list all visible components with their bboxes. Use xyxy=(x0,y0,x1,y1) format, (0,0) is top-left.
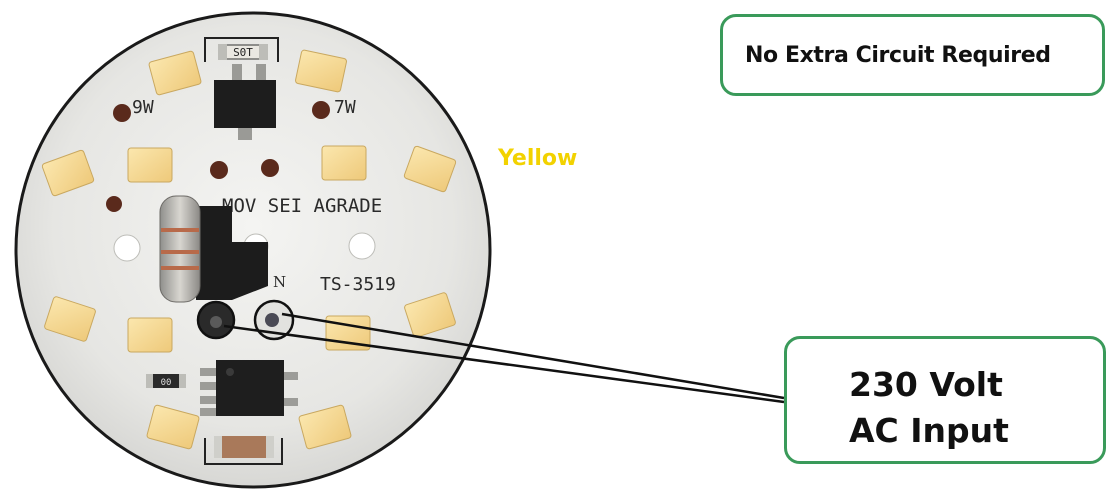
led xyxy=(148,50,202,96)
led xyxy=(404,292,456,338)
top-regulator-ic xyxy=(204,37,279,140)
led xyxy=(41,149,95,197)
pad-7w xyxy=(312,101,330,119)
led xyxy=(127,317,173,353)
top-resistor-code: S0T xyxy=(233,46,253,59)
label-9w: 9W xyxy=(132,97,154,118)
mov-varistor xyxy=(159,195,201,303)
wire-neutral xyxy=(281,312,785,400)
led xyxy=(298,404,352,450)
no-extra-circuit-callout: No Extra Circuit Required xyxy=(720,14,1105,96)
led xyxy=(321,145,367,181)
ac-voltage-text: 230 Volt xyxy=(849,365,1003,404)
mount-hole-right xyxy=(348,232,376,260)
small-resistor-code: 00 xyxy=(161,378,172,388)
yellow-label: Yellow xyxy=(498,146,578,171)
led xyxy=(295,49,347,93)
small-resistor xyxy=(146,374,186,388)
label-silkscreen: MOV SEI AGRADE xyxy=(222,195,382,217)
ac-input-callout: 230 Volt AC Input xyxy=(784,336,1106,464)
led xyxy=(146,404,200,450)
led xyxy=(127,147,173,183)
label-model: TS-3519 xyxy=(320,274,396,295)
ac-input-text: AC Input xyxy=(849,411,1009,450)
pad-left xyxy=(106,196,122,212)
label-neutral: N xyxy=(273,273,286,291)
pad-mov-left xyxy=(210,161,228,179)
mount-hole-left xyxy=(113,234,141,262)
bottom-capacitor xyxy=(204,436,283,465)
label-7w: 7W xyxy=(334,97,356,118)
wire-live xyxy=(223,324,785,404)
led-array xyxy=(41,49,457,450)
mov-shadow xyxy=(196,206,268,300)
led xyxy=(403,145,457,193)
no-extra-circuit-text: No Extra Circuit Required xyxy=(745,43,1051,68)
pad-9w xyxy=(113,104,131,122)
bottom-driver-ic xyxy=(200,360,298,416)
pad-mov-right xyxy=(261,159,279,177)
led xyxy=(44,296,96,342)
